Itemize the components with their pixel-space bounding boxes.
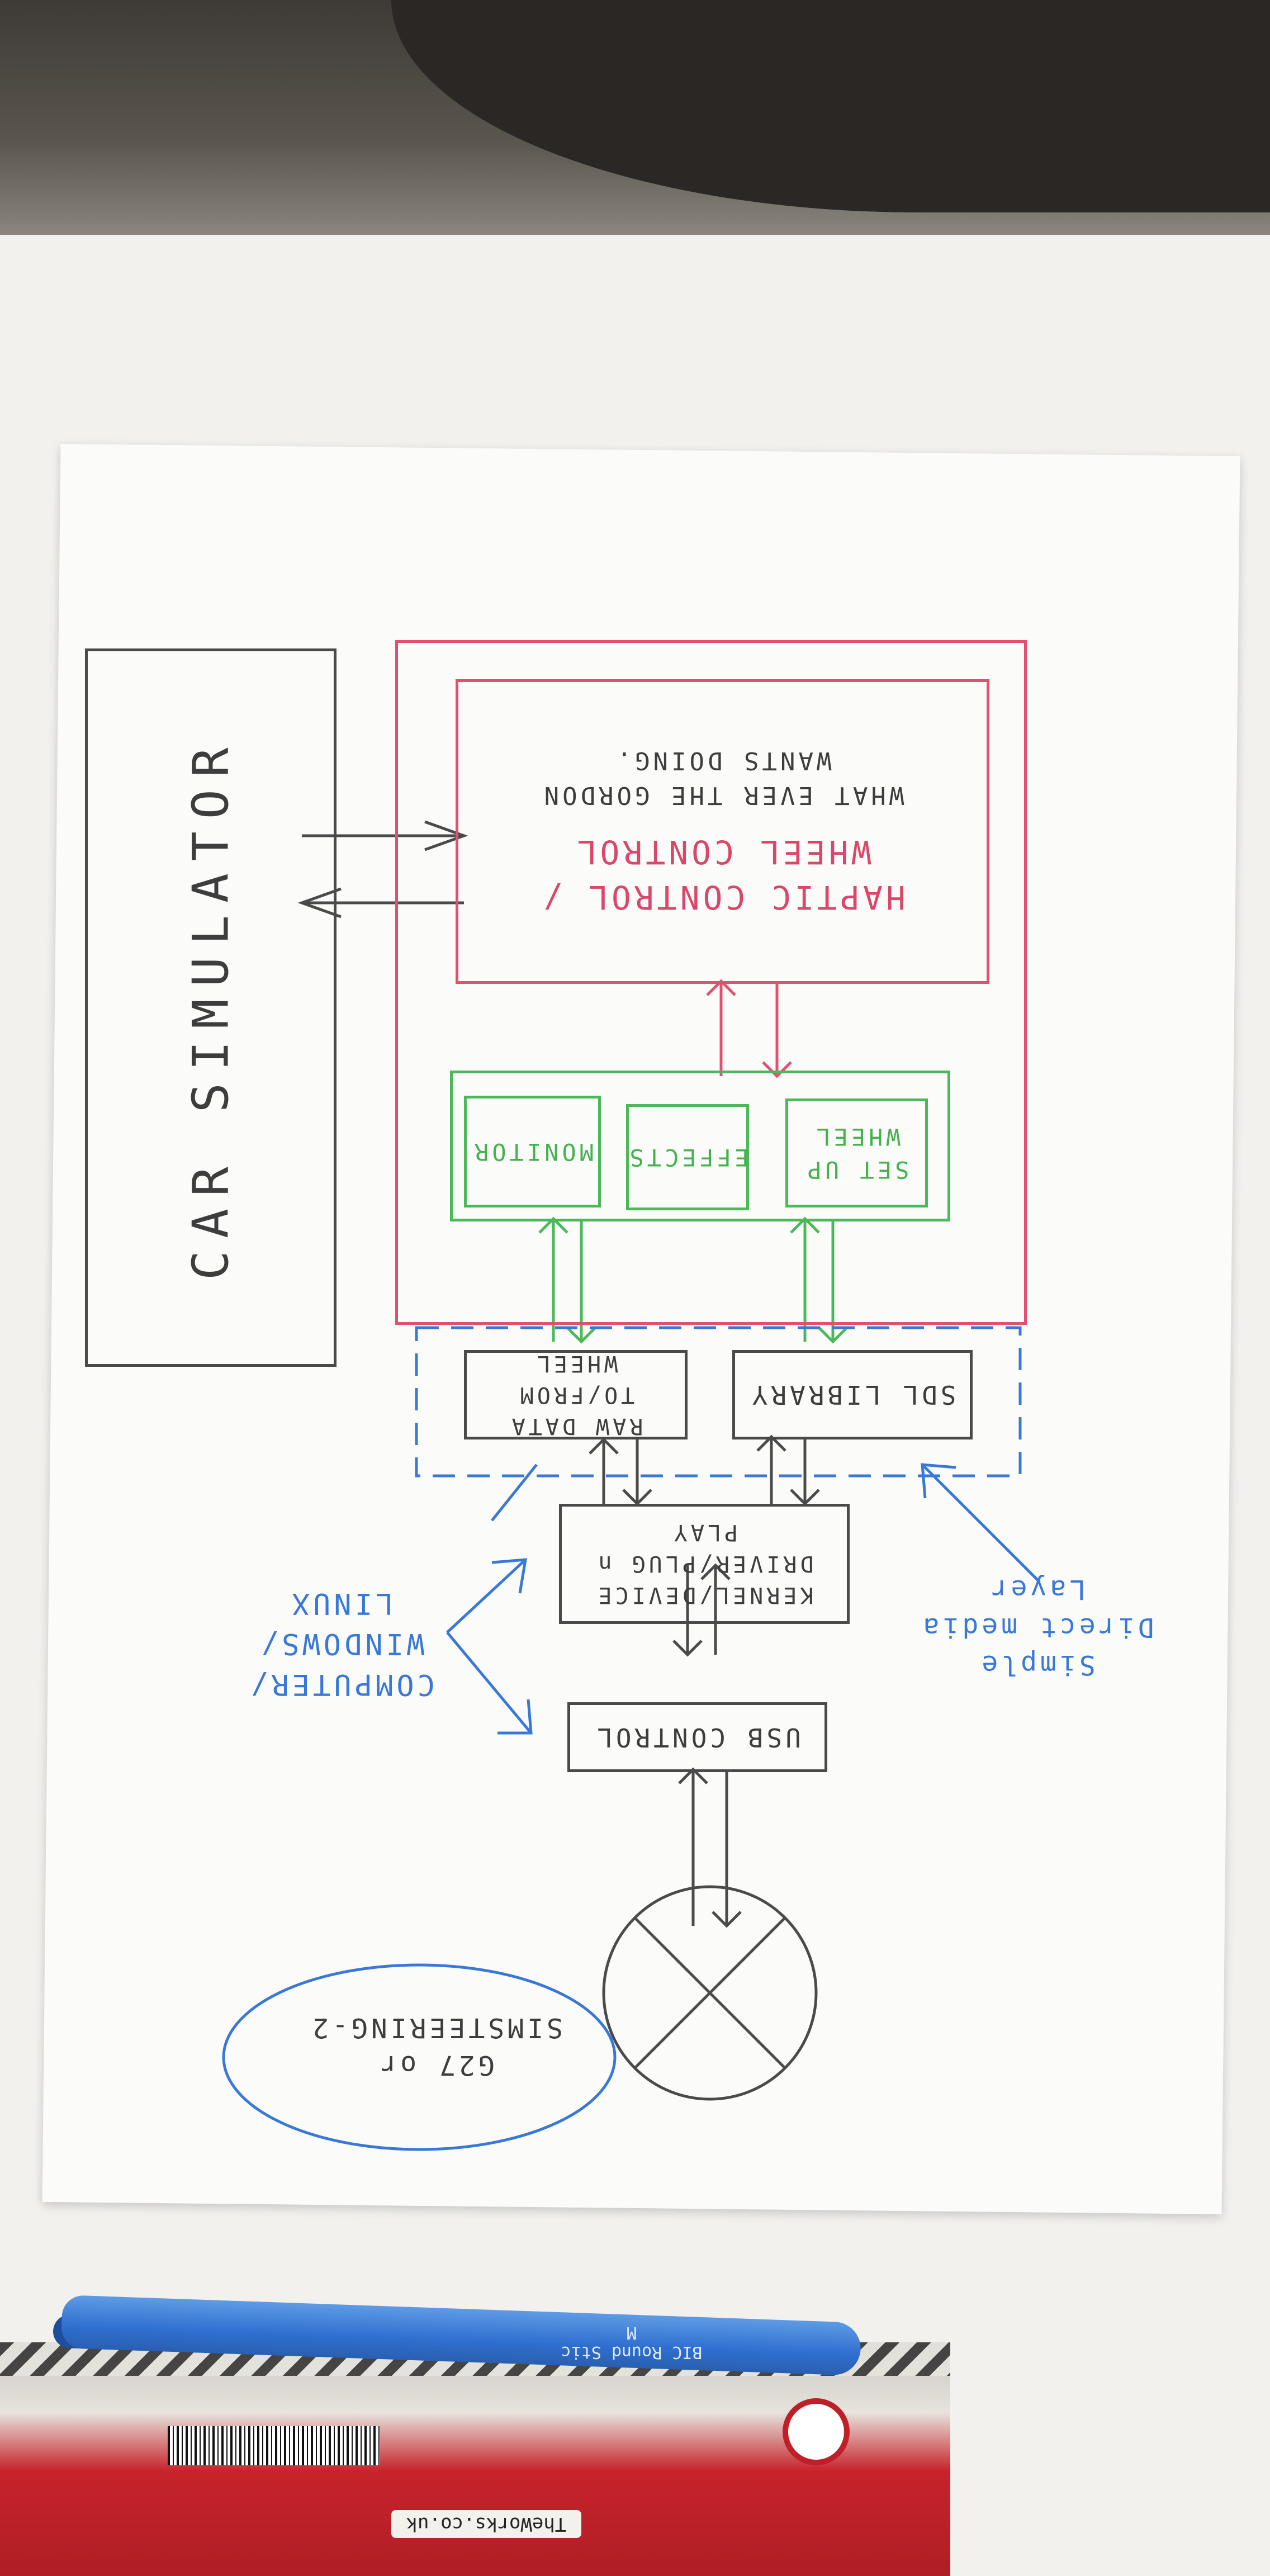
haptic-title-line1: HAPTIC CONTROL / [539, 878, 906, 917]
wheel-functions-box [450, 1071, 950, 1221]
barcode [168, 2426, 380, 2465]
kernel-driver-box: KERNEL/DEVICE DRIVER/PLUG n PLAY [559, 1504, 850, 1624]
computer-os-note: COMPUTER/ WINDOWS/ LINUX [247, 1586, 435, 1702]
haptic-outer-box [395, 640, 1027, 1325]
haptic-note-line1: WHAT EVER THE GORDON [541, 780, 904, 809]
packet-label: TheWorks.co.uk [391, 2510, 581, 2538]
monitor-box: MONITOR [464, 1096, 601, 1208]
wheel-model-note: G27 or SIMSTEERING-2 [309, 2012, 563, 2081]
usb-control-box: USB CONTROL [567, 1702, 827, 1772]
sdl-note: Simple Direct media Layer [920, 1574, 1154, 1680]
raw-data-box: RAW DATA TO/FROM WHEEL [464, 1350, 688, 1439]
haptic-control-box: HAPTIC CONTROL / WHEEL CONTROL WHAT EVER… [456, 679, 989, 984]
sdl-library-box: SDL LIBRARY [732, 1350, 973, 1439]
pen-label: BIC Round Stic M [561, 2323, 703, 2362]
car-simulator-box: CAR SIMULATOR [85, 648, 337, 1367]
haptic-title-line2: WHEEL CONTROL [574, 833, 871, 872]
haptic-note-line2: WANTS DOING. [613, 746, 832, 775]
warning-sign-icon [783, 2398, 850, 2465]
effects-box: EFFECTS [626, 1104, 749, 1210]
setup-wheel-box: SET UP WHEEL [785, 1098, 928, 1208]
car-simulator-label: CAR SIMULATOR [182, 735, 240, 1280]
